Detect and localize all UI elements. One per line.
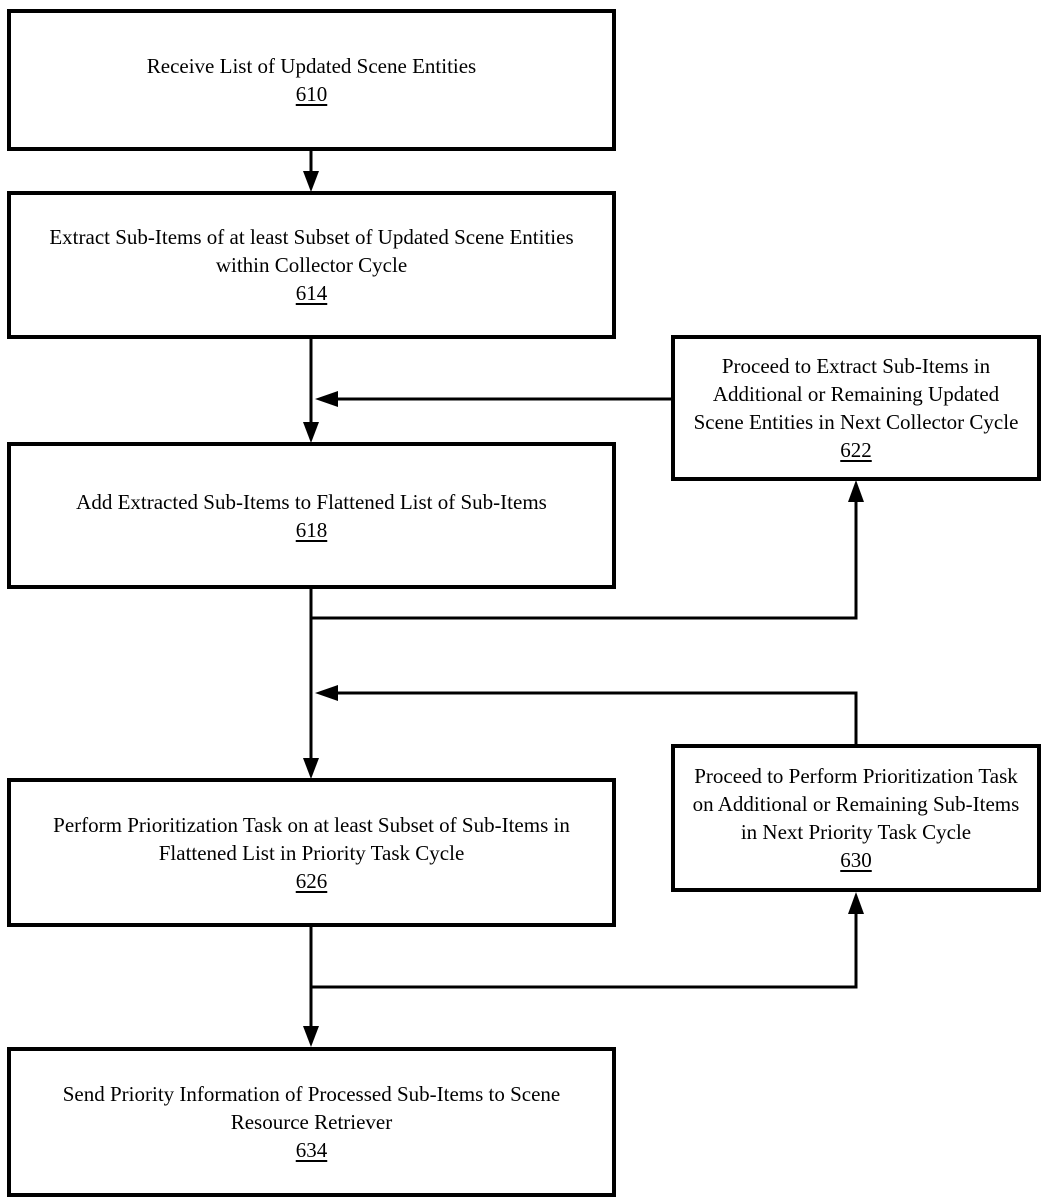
arrow-626-to-630 [311,892,864,989]
flow-box-ref-label: 634 [295,1138,328,1162]
flow-box-ref-label: 626 [295,868,328,893]
flow-box-ref-label: 618 [295,517,328,542]
flow-box-text: Receive List of Updated Scene Entities [146,54,477,78]
arrow-622-merge [315,391,671,407]
flow-box-text: Proceed to Perform Prioritization Task [694,764,1018,788]
flow-box-610: Receive List of Updated Scene Entities 6… [7,9,616,151]
flow-box-text: Extract Sub-Items of at least Subset of … [49,225,574,249]
flow-box-ref-label: 622 [840,438,872,462]
flow-box-text: Resource Retriever [230,1110,393,1134]
flow-box-text: in Next Priority Task Cycle [740,820,972,844]
flow-box-ref-label: 630 [840,848,872,872]
flow-box-630: Proceed to Perform Prioritization Task o… [671,744,1041,892]
flow-box-ref-label: 610 [295,82,328,106]
arrow-630-merge [315,685,858,744]
flow-box-text: Send Priority Information of Processed S… [62,1082,561,1106]
flow-box-626: Perform Prioritization Task on at least … [7,778,616,927]
flow-box-text: Add Extracted Sub-Items to Flattened Lis… [76,489,547,514]
flow-box-text: Scene Entities in Next Collector Cycle [693,410,1019,434]
arrow-614-to-618 [303,338,319,443]
flow-box-ref-label: 614 [295,281,328,305]
flow-box-text: Additional or Remaining Updated [712,382,1000,406]
flow-box-614: Extract Sub-Items of at least Subset of … [7,191,616,339]
flow-box-text: Perform Prioritization Task on at least … [53,812,570,837]
flow-box-text: on Additional or Remaining Sub-Items [692,792,1020,816]
flow-box-618: Add Extracted Sub-Items to Flattened Lis… [7,442,616,589]
arrow-626-to-634 [303,926,319,1047]
arrow-618-to-622 [311,480,864,620]
flow-box-text: Flattened List in Priority Task Cycle [158,840,465,865]
arrow-610-to-614 [303,150,319,192]
flow-box-text: Proceed to Extract Sub-Items in [721,354,991,378]
flow-box-text: within Collector Cycle [215,253,408,277]
flow-box-634: Send Priority Information of Processed S… [7,1047,616,1197]
flow-box-622: Proceed to Extract Sub-Items in Addition… [671,335,1041,481]
